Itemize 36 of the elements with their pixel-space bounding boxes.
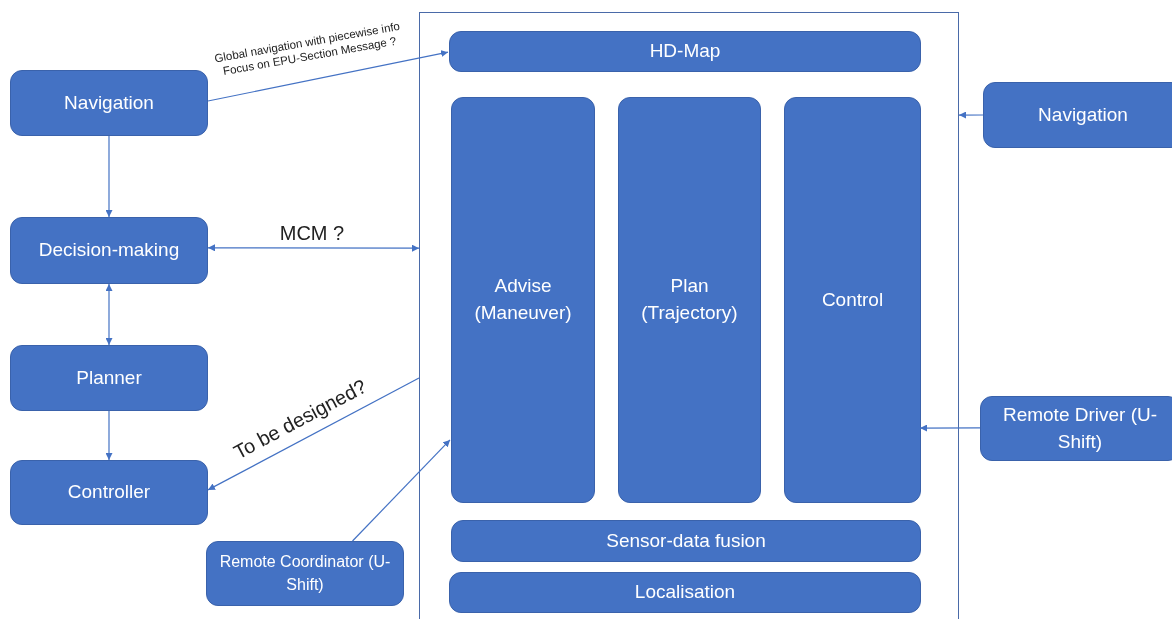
node-label: Plan (Trajectory) — [640, 274, 739, 325]
arrow — [919, 424, 981, 432]
node-label: Controller — [66, 480, 152, 505]
node-label: Navigation — [1037, 102, 1129, 127]
arrow — [105, 283, 113, 346]
process-box — [10, 460, 208, 525]
arrow — [351, 439, 451, 542]
node-label: HD-Map — [648, 39, 722, 64]
node-label: Localisation — [633, 580, 737, 605]
node-label: Control — [820, 287, 885, 312]
system-frame — [419, 12, 959, 619]
process-box — [10, 70, 208, 136]
process-box — [451, 97, 595, 503]
process-box — [784, 97, 921, 503]
node-label: Planner — [75, 365, 143, 390]
arrow — [207, 244, 420, 252]
node-label: Decision-making — [37, 238, 181, 263]
node-label: Advise (Maneuver) — [473, 274, 573, 325]
arrow — [105, 135, 113, 218]
node-label: Remote Coordinator (U-Shift) — [218, 552, 392, 595]
arrow — [207, 50, 449, 102]
process-box — [983, 82, 1172, 148]
process-box — [980, 396, 1172, 461]
arrow — [207, 377, 420, 491]
process-box — [449, 31, 921, 72]
node-label: Navigation — [63, 90, 155, 115]
process-box — [618, 97, 761, 503]
node-label: Sensor-data fusion — [605, 528, 767, 553]
process-box — [10, 217, 208, 284]
process-box — [206, 541, 404, 606]
node-label: Remote Driver (U-Shift) — [1001, 402, 1159, 454]
process-box — [449, 572, 921, 613]
arrow — [105, 410, 113, 461]
arrow — [958, 111, 984, 119]
process-box — [10, 345, 208, 411]
process-box — [451, 520, 921, 562]
